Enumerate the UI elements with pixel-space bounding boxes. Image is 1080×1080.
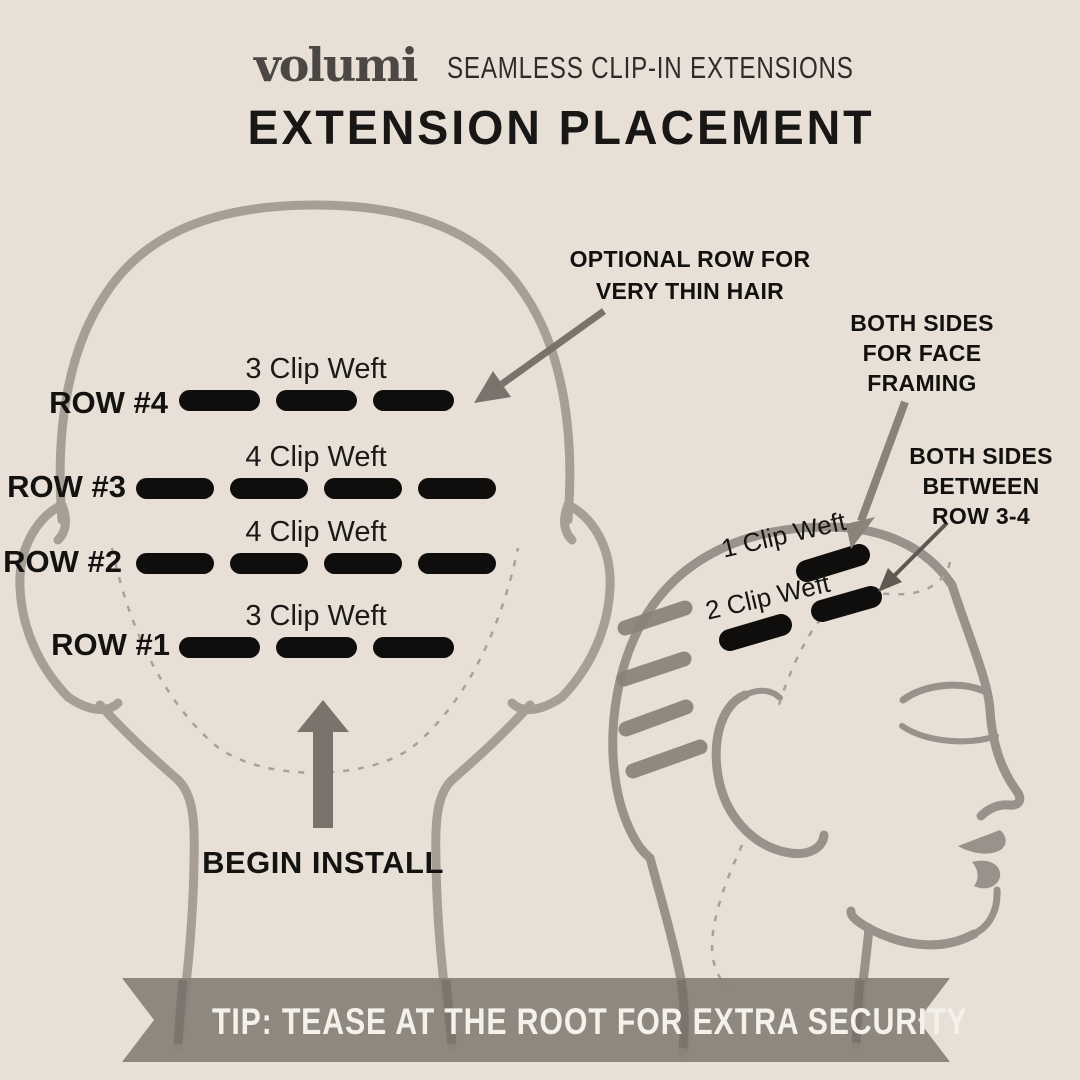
weft-bar: [418, 553, 496, 574]
optional-row-note: OPTIONAL ROW FOR VERY THIN HAIR: [569, 246, 811, 304]
profile-clip-weft-bars: [719, 544, 882, 651]
weft-bar: [178, 637, 260, 658]
clip1-weft-bar: [796, 544, 870, 582]
tip-ribbon: [122, 978, 950, 1062]
begin-install-arrow: [297, 700, 349, 828]
weft-bar: [178, 390, 260, 411]
back-head-outline: [15, 200, 615, 1051]
weft-count-label: 3 Clip Weft: [245, 600, 387, 632]
back-head-right-ear-fold: [560, 500, 577, 545]
back-head-left-ear-fold: [53, 500, 70, 545]
profile-skull: [608, 522, 957, 863]
back-head-right-ear: [507, 500, 615, 714]
weft-bar: [418, 478, 496, 499]
profile-eyebrow: [899, 681, 988, 704]
page-title: EXTENSION PLACEMENT: [247, 102, 875, 155]
optional-row-arrow: [474, 308, 607, 403]
between-rows-arrow: [878, 521, 949, 592]
row-1-label: ROW #1: [51, 627, 170, 662]
profile-behind-ear-dashed: [710, 844, 744, 989]
face-framing-note: BOTH SIDES FOR FACE FRAMING: [850, 310, 994, 396]
back-head-right-neck: [431, 700, 535, 1051]
profile-closed-eye: [899, 723, 999, 745]
tip-ribbon-text: TIP: TEASE AT THE ROOT FOR EXTRA SECURIT…: [212, 1001, 968, 1042]
weft-row-2: 4 Clip Weft: [136, 515, 496, 574]
weft-bar: [324, 553, 402, 574]
neck-lines-through-ribbon: [173, 979, 865, 1049]
profile-jawline: [846, 906, 979, 950]
weft-bar: [372, 390, 454, 411]
weft-bar-strip: [136, 637, 496, 658]
row-4-label: ROW #4: [49, 385, 168, 420]
profile-lips: [958, 830, 1006, 889]
side-section-bar: [618, 699, 694, 737]
clip2-weft-bar-right: [811, 586, 882, 622]
brand-logo: volumi: [254, 38, 418, 92]
weft-bar: [372, 637, 454, 658]
profile-lower-lip: [972, 860, 1001, 889]
back-head-left-neck: [95, 700, 199, 1051]
side-section-bars: [616, 600, 708, 779]
weft-bar: [275, 637, 357, 658]
profile-ear: [711, 690, 829, 859]
row-2-label: ROW #2: [3, 544, 122, 579]
weft-bar: [136, 478, 214, 499]
weft-bar: [136, 553, 214, 574]
weft-bar: [230, 478, 308, 499]
side-section-bar: [616, 651, 692, 687]
weft-bar-strip: [136, 390, 496, 411]
face-framing-arrow: [846, 400, 909, 549]
side-section-bar: [617, 600, 693, 636]
weft-count-label: 4 Clip Weft: [245, 516, 387, 548]
between-rows-note: BOTH SIDES BETWEEN ROW 3-4: [909, 443, 1053, 529]
profile-upper-lip: [958, 830, 1006, 854]
side-section-bar: [625, 739, 708, 779]
row-3-label: ROW #3: [7, 469, 126, 504]
weft-row-4: 3 Clip Weft: [136, 352, 496, 411]
weft-count-label: 3 Clip Weft: [245, 353, 387, 385]
back-head-left-ear: [15, 500, 123, 714]
weft-count-label: 4 Clip Weft: [245, 441, 387, 473]
profile-chin: [970, 886, 1001, 938]
weft-bar: [275, 390, 357, 411]
profile-ear-top-fold: [742, 687, 783, 701]
back-head-dome: [55, 200, 575, 525]
begin-install-label: BEGIN INSTALL: [202, 845, 444, 880]
profile-forehead-nose: [947, 580, 1025, 821]
brand-subtitle: SEAMLESS CLIP-IN EXTENSIONS: [447, 50, 854, 85]
weft-bar-strip: [136, 478, 496, 499]
weft-row-3: 4 Clip Weft: [136, 440, 496, 499]
weft-bar: [230, 553, 308, 574]
weft-bar-strip: [136, 553, 496, 574]
weft-row-1: 3 Clip Weft: [136, 599, 496, 658]
clip2-weft-bar-left: [719, 614, 792, 651]
weft-bar: [324, 478, 402, 499]
